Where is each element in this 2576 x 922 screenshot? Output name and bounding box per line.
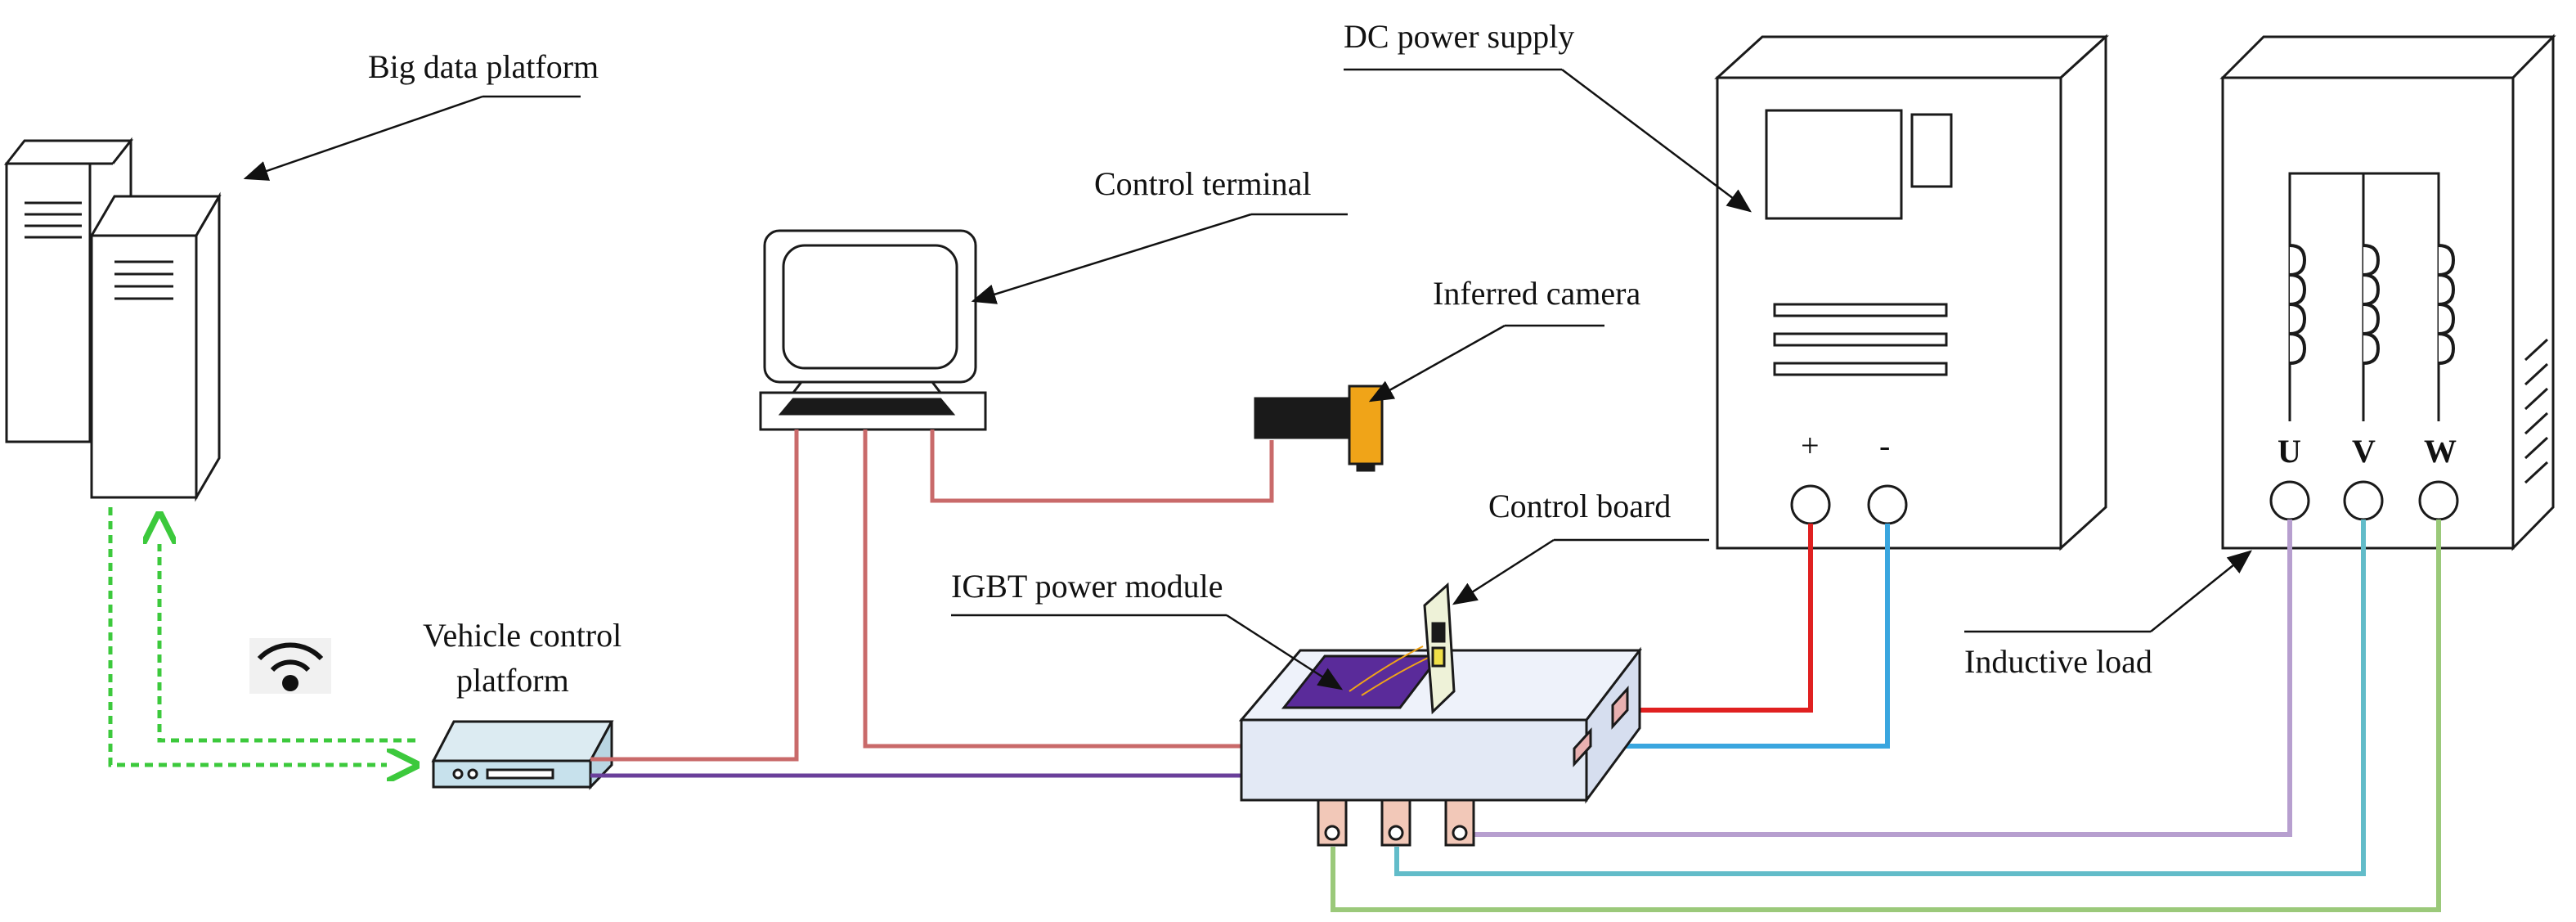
terminal-v: V (2352, 433, 2376, 470)
wifi-icon (249, 638, 331, 694)
arrow-dc (1561, 69, 1752, 213)
dc-power-supply (1714, 34, 2109, 551)
label-control-board: Control board (1488, 488, 1671, 524)
phase-v-cable (1394, 519, 2366, 876)
control-board (1423, 582, 1456, 715)
label-dc-power-supply: DC power supply (1344, 18, 1574, 55)
dc-minus-cable (1599, 524, 1890, 749)
vehicle-control-platform (431, 720, 614, 790)
wireless-link (108, 507, 415, 765)
arrow-camera (1368, 324, 1506, 403)
label-inductive-load: Inductive load (1964, 643, 2152, 680)
terminal-w: W (2424, 433, 2457, 470)
label-control-terminal: Control terminal (1094, 165, 1312, 202)
label-big-data-platform: Big data platform (368, 48, 599, 85)
terminal-u: U (2278, 433, 2301, 470)
label-inferred-camera: Inferred camera (1433, 275, 1640, 312)
arrow-igbt (1226, 614, 1344, 690)
label-vehicle-control-1: Vehicle control (423, 617, 622, 654)
arrow-inductive (2150, 550, 2252, 632)
dc-minus-sign: - (1879, 427, 1890, 464)
arrow-control-board (1452, 538, 1555, 605)
camera-icon (1254, 385, 1384, 472)
dc-plus-cable (1627, 524, 1813, 713)
label-igbt-power-module: IGBT power module (951, 568, 1223, 605)
arrow-control-terminal (971, 213, 1252, 304)
computer-icon (759, 229, 987, 431)
inductor-icon (2289, 244, 2456, 365)
server-icon (3, 137, 222, 502)
phase-w-cable (1331, 519, 2441, 912)
arrow-big-data (243, 95, 483, 181)
inductive-load (2219, 34, 2556, 551)
dc-plus-sign: + (1801, 427, 1820, 464)
terminal-cables (590, 430, 1274, 762)
label-vehicle-control-2: platform (456, 662, 569, 699)
